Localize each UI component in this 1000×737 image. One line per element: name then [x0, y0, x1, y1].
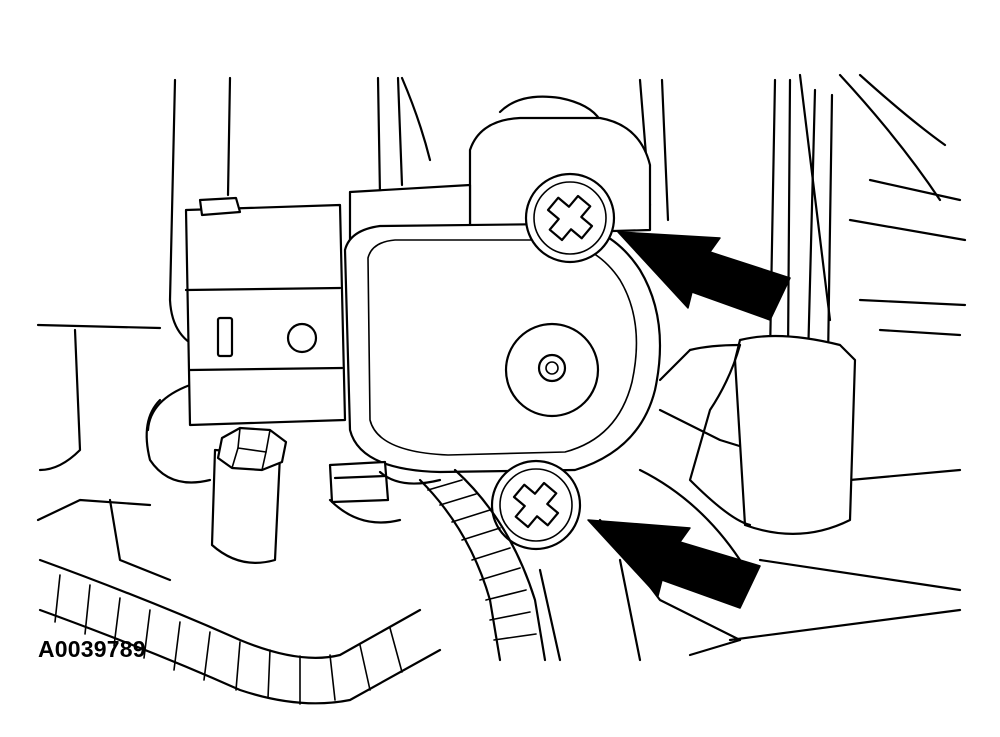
sensor-connector [184, 196, 347, 427]
lower-screw-arrow [587, 519, 761, 609]
upper-screw-arrow [617, 231, 791, 321]
right-sleeve-connector [658, 78, 857, 535]
engine-background [36, 73, 967, 662]
lower-mounting-screw [490, 459, 582, 551]
figure-id-label: A0039789 [38, 636, 146, 662]
upper-mounting-screw [524, 172, 616, 264]
wiring-harness [38, 468, 547, 705]
hex-nut [210, 426, 288, 564]
